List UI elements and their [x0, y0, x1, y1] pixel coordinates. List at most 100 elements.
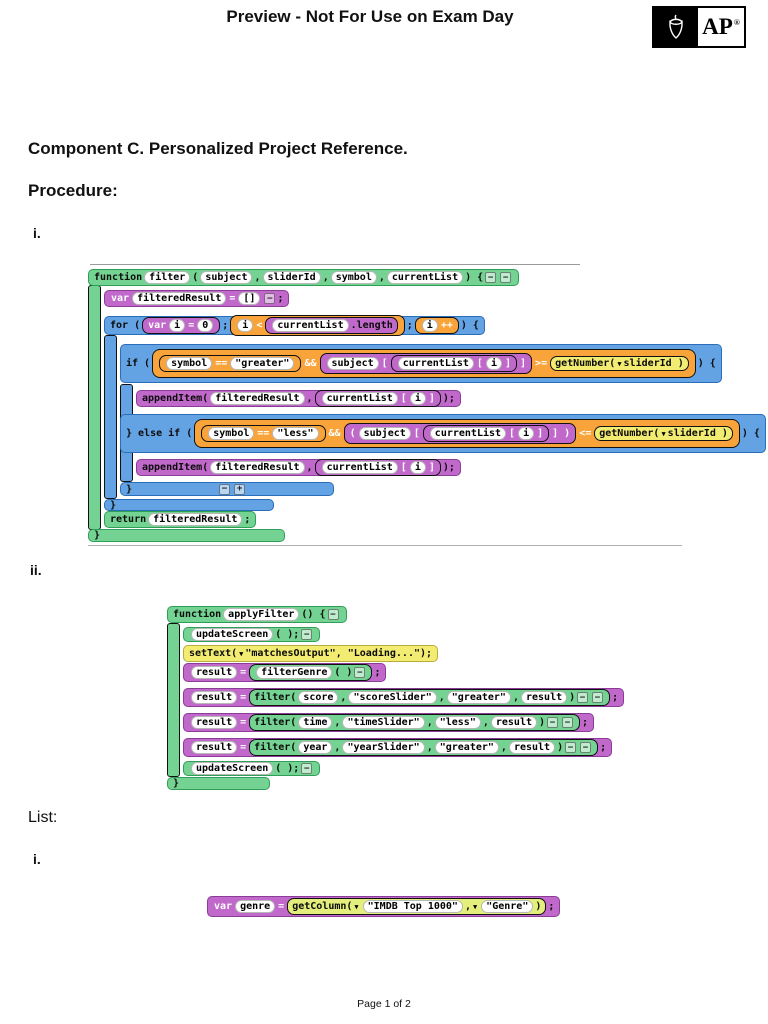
component-heading: Component C. Personalized Project Refere… — [28, 139, 408, 158]
code-text: filter( — [254, 742, 297, 753]
code-pill: time — [298, 716, 333, 729]
code-text: ; — [406, 320, 413, 331]
code-text: == — [257, 428, 270, 439]
procedure-heading: Procedure: — [28, 181, 118, 200]
code-text: if ( — [126, 358, 151, 369]
code-text: , — [254, 272, 261, 283]
code-block: filter(score, "scoreSlider", "greater", … — [249, 689, 611, 706]
code-text: ) { — [741, 428, 760, 439]
block-collapse-button: − — [565, 742, 577, 753]
code-snippet-procedure-i: function filter(subject, sliderId, symbo… — [88, 264, 766, 553]
code-row: updateScreen( ); − — [183, 627, 321, 642]
code-pill: subject — [200, 271, 253, 284]
code-pill: filteredResult — [210, 461, 305, 474]
code-text: = — [278, 901, 285, 912]
code-block: i++ — [414, 317, 459, 334]
code-text: , — [334, 717, 341, 728]
code-row: result=filter(year, "yearSlider", "great… — [183, 738, 613, 757]
code-text: ; — [277, 293, 284, 304]
block-collapse-button: − — [264, 293, 276, 304]
code-text: } else if ( — [126, 428, 193, 439]
code-text: ) — [535, 901, 542, 912]
code-text: [ — [400, 462, 407, 473]
code-pill: "yearSlider" — [342, 741, 425, 754]
acorn-icon — [654, 8, 698, 46]
code-text: && — [328, 428, 341, 439]
code-pill: currentList — [386, 271, 464, 284]
block-collapse-button: − — [327, 609, 339, 620]
code-text: [ — [476, 358, 483, 369]
code-text: , — [512, 692, 519, 703]
ap-logo: AP® — [652, 6, 746, 48]
ap-logo-text: AP® — [702, 14, 740, 39]
code-text: ; — [222, 320, 229, 331]
divider — [88, 545, 682, 546]
page-number: Page 1 of 2 — [357, 998, 411, 1010]
code-text: [ — [400, 393, 407, 404]
code-text: ] — [537, 428, 544, 439]
code-pill: subject — [358, 427, 411, 440]
code-text: [ — [509, 428, 516, 439]
code-pill: i — [518, 427, 535, 440]
code-pill: result — [520, 691, 568, 704]
code-pill: "less" — [434, 716, 481, 729]
code-pill: i — [169, 319, 186, 332]
code-row: result =filter(score, "scoreSlider", "gre… — [183, 688, 625, 707]
code-text: , — [482, 717, 489, 728]
code-text: ( — [192, 272, 199, 283]
dropdown-arrow-icon: ▼ — [354, 902, 359, 911]
code-text: ] — [428, 393, 435, 404]
code-row: for ( var i=0; i<currentList.length; i++… — [104, 315, 485, 336]
divider — [90, 264, 580, 265]
code-row: return filteredResult; — [104, 511, 257, 528]
code-block: currentList[i] — [422, 425, 550, 442]
code-row: function applyFilter() {− — [167, 606, 347, 623]
code-pill: filteredResult — [210, 392, 305, 405]
code-pill: "timeSlider" — [342, 716, 425, 729]
code-pill: symbol — [330, 271, 377, 284]
code-pill: i — [237, 319, 254, 332]
code-text: ) { — [697, 358, 716, 369]
block-collapse-button: − — [301, 763, 313, 774]
block-collapse-button: − — [547, 717, 559, 728]
code-text: () { — [301, 609, 326, 620]
code-pill: result — [191, 741, 238, 754]
block-collapse-button: − — [592, 692, 604, 703]
code-text: ) — [539, 717, 546, 728]
code-block: symbol=="greater"&&subject[currentList[i… — [152, 349, 696, 378]
code-pill: "IMDB Top 1000" — [362, 900, 463, 913]
code-text: = — [240, 742, 247, 753]
code-pill: symbol — [166, 357, 213, 370]
block-spine — [167, 623, 180, 777]
code-pill: "greater" — [446, 691, 511, 704]
code-block: filterGenre( ) − — [249, 664, 373, 681]
code-pill: symbol — [208, 427, 255, 440]
code-text: .length — [350, 320, 393, 331]
code-pill: "Genre" — [481, 900, 534, 913]
block-spine — [104, 335, 117, 499]
block-collapse-button: − — [500, 272, 512, 283]
code-text: , — [500, 742, 507, 753]
code-row: result=filterGenre( ) −; — [183, 663, 387, 682]
block-spine — [88, 285, 101, 530]
code-text: ) — [557, 742, 564, 753]
code-pill: "greater" — [230, 357, 295, 370]
code-text: = — [240, 692, 247, 703]
code-text: return — [110, 514, 147, 525]
code-text: , — [306, 462, 313, 473]
code-text: ; — [600, 742, 607, 753]
code-text: ] — [504, 358, 512, 369]
code-block: filter(time, "timeSlider", "less", resul… — [249, 714, 581, 731]
code-text: getColumn( — [292, 901, 353, 912]
code-block: var i=0 — [142, 317, 221, 334]
block-collapse-button: − — [580, 742, 592, 753]
block-collapse-button: − — [354, 667, 366, 678]
code-pill: filter — [144, 271, 191, 284]
code-text: , — [426, 742, 433, 753]
code-pill: currentList — [397, 357, 474, 370]
code-row: result=filter(time, "timeSlider", "less"… — [183, 713, 595, 732]
code-pill: score — [298, 691, 339, 704]
code-row: } — [104, 499, 274, 511]
code-text: appendItem( — [142, 462, 209, 473]
code-pill: result — [191, 666, 238, 679]
